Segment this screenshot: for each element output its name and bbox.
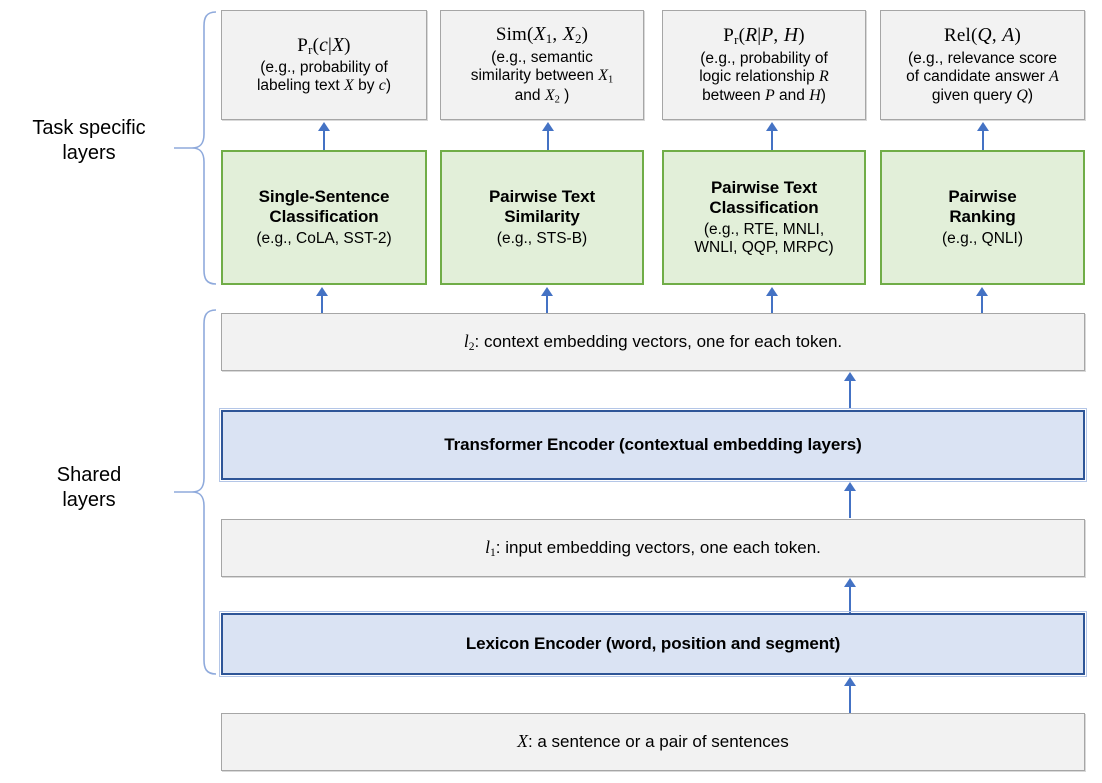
task-title-2-line1: Pairwise Text <box>488 186 596 206</box>
output-box-pairwise-ranking: Rel(Q, A) (e.g., relevance score of cand… <box>880 10 1085 120</box>
task-box-pairwise-text-classification: Pairwise Text Classification (e.g., RTE,… <box>662 150 866 285</box>
task-datasets-3-line2: WNLI, QQP, MRPC) <box>694 239 834 257</box>
task-title-4-line1: Pairwise <box>948 186 1017 206</box>
arrow-l1-to-transformer <box>844 482 856 518</box>
task-specific-layers-label: Task specific layers <box>8 116 170 166</box>
arrow-input-to-lexicon <box>844 677 856 713</box>
output-formula-4: Rel(Q, A) <box>944 25 1021 47</box>
input-text: : a sentence or a pair of sentences <box>527 732 789 752</box>
task-title-3-line2: Classification <box>709 197 819 217</box>
l1-label: l1: input embedding vectors, one each to… <box>485 536 821 559</box>
output-box-pairwise-classification: Pr(R|P, H) (e.g., probability of logic r… <box>662 10 866 120</box>
l1-symbol: l <box>485 536 490 557</box>
task-datasets-4: (e.g., QNLI) <box>942 229 1023 247</box>
task-title-4-line2: Ranking <box>949 206 1016 226</box>
context-embedding-layer-box: l2: context embedding vectors, one for e… <box>221 313 1085 371</box>
arrow-task3-to-output3 <box>766 122 778 150</box>
task-specific-label-line2: layers <box>62 142 116 164</box>
task-box-pairwise-ranking: Pairwise Ranking (e.g., QNLI) <box>880 150 1085 285</box>
output-desc-3-line1: (e.g., probability of <box>700 49 828 67</box>
output-desc-2-line3: and X2 ) <box>514 86 570 106</box>
task-specific-brace <box>172 10 216 286</box>
input-symbol: X <box>517 731 528 752</box>
arrow-l2-to-task4 <box>976 287 988 315</box>
arrow-lexicon-to-l1 <box>844 578 856 614</box>
l1-text: : input embedding vectors, one each toke… <box>495 537 821 557</box>
task-box-pairwise-text-similarity: Pairwise Text Similarity (e.g., STS-B) <box>440 150 644 285</box>
arrow-l2-to-task3 <box>766 287 778 315</box>
transformer-encoder-label: Transformer Encoder (contextual embeddin… <box>444 434 862 454</box>
l2-symbol: l <box>463 330 469 351</box>
output-desc-2-line1: (e.g., semantic <box>491 48 593 66</box>
shared-label-line2: layers <box>62 489 116 511</box>
arrow-task2-to-output2 <box>542 122 554 150</box>
task-title-2-line2: Similarity <box>504 206 580 226</box>
task-title-3-line1: Pairwise Text <box>710 177 818 197</box>
output-formula-3: Pr(R|P, H) <box>723 25 805 48</box>
output-box-pairwise-similarity: Sim(X1, X2) (e.g., semantic similarity b… <box>440 10 644 120</box>
shared-layers-label: Shared layers <box>8 463 170 513</box>
output-box-single-sentence: Pr(c|X) (e.g., probability of labeling t… <box>221 10 427 120</box>
task-box-single-sentence-classification: Single-Sentence Classification (e.g., Co… <box>221 150 427 285</box>
input-label: X: a sentence or a pair of sentences <box>517 731 789 752</box>
output-desc-4-line2: of candidate answer A <box>906 68 1059 86</box>
task-specific-label-line1: Task specific <box>32 117 146 139</box>
l2-label: l2: context embedding vectors, one for e… <box>463 330 843 353</box>
arrow-l2-to-task1 <box>316 287 328 315</box>
task-title-1-line2: Classification <box>269 206 379 226</box>
lexicon-encoder-label: Lexicon Encoder (word, position and segm… <box>465 633 841 653</box>
output-desc-4-line1: (e.g., relevance score <box>907 49 1058 67</box>
output-formula-1: Pr(c|X) <box>297 34 351 57</box>
shared-label-line1: Shared <box>56 464 122 486</box>
output-desc-4-line3: given query Q) <box>931 86 1034 104</box>
output-formula-2: Sim(X1, X2) <box>495 24 589 47</box>
arrow-transformer-to-l2 <box>844 372 856 408</box>
output-desc-1-line2: labeling text X by c) <box>256 77 392 95</box>
output-desc-1-line1: (e.g., probability of <box>260 59 388 77</box>
transformer-encoder-box: Transformer Encoder (contextual embeddin… <box>219 408 1087 482</box>
lexicon-encoder-box: Lexicon Encoder (word, position and segm… <box>219 611 1087 677</box>
task-datasets-2: (e.g., STS-B) <box>496 229 588 247</box>
arrow-task1-to-output1 <box>318 122 330 150</box>
arrow-task4-to-output4 <box>977 122 989 150</box>
task-datasets-3-line1: (e.g., RTE, MNLI, <box>703 220 825 238</box>
output-desc-3-line3: between P and H) <box>702 86 826 104</box>
arrow-l2-to-task2 <box>541 287 553 315</box>
input-embedding-layer-box: l1: input embedding vectors, one each to… <box>221 519 1085 577</box>
output-desc-3-line2: logic relationship R <box>699 68 829 86</box>
output-desc-2-line2: similarity between X1 <box>470 66 614 86</box>
l2-text: : context embedding vectors, one for eac… <box>474 331 843 351</box>
task-title-1-line1: Single-Sentence <box>258 186 390 206</box>
shared-layers-brace <box>172 308 216 676</box>
input-sentence-box: X: a sentence or a pair of sentences <box>221 713 1085 771</box>
task-datasets-1: (e.g., CoLA, SST-2) <box>256 229 392 247</box>
